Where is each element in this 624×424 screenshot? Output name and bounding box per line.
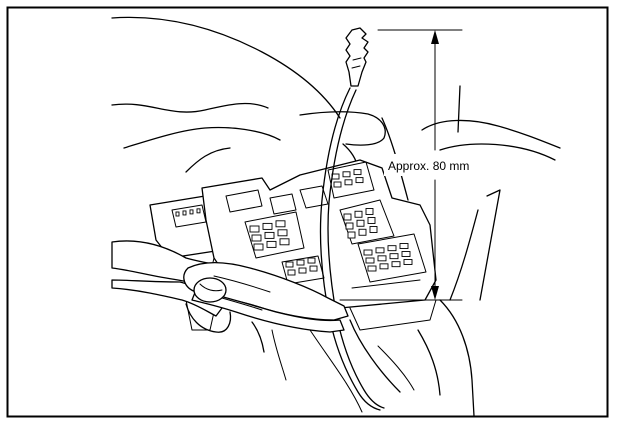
connector-cell <box>375 247 385 254</box>
connector-cell <box>342 171 351 178</box>
dimension-label: Approx. 80 mm <box>388 159 469 173</box>
connector-cell <box>355 177 364 184</box>
connector-cell <box>354 210 363 218</box>
connector-cell <box>333 181 342 188</box>
connector-cell <box>369 226 378 233</box>
connector-cell <box>277 229 288 237</box>
connector-cell <box>367 217 376 224</box>
connector-cell <box>279 238 290 246</box>
connector-cell <box>379 263 389 270</box>
connector-cell <box>387 245 397 252</box>
right-panel <box>271 85 561 417</box>
connector-cell <box>249 225 260 233</box>
connector-cell <box>182 210 187 216</box>
connector-cell <box>401 251 411 257</box>
connector-cell <box>298 267 307 274</box>
connector-cell <box>344 179 353 186</box>
connector-cell <box>363 249 373 256</box>
connector-cell <box>391 261 401 268</box>
connector-cell <box>365 257 375 264</box>
connector-cell <box>262 222 273 230</box>
dimension-marker: Approx. 80 mm <box>339 29 496 301</box>
connector-cell <box>264 231 275 239</box>
pliers <box>111 240 349 333</box>
lower-hand <box>185 303 265 353</box>
connector-cell <box>358 228 367 236</box>
connector-cell <box>345 222 354 230</box>
connector-cell <box>251 234 262 242</box>
connector-cell <box>266 240 277 248</box>
connector-cell <box>175 211 180 217</box>
connector-cell <box>377 255 387 262</box>
connector-cell <box>296 259 305 266</box>
connector-cell <box>365 208 374 215</box>
connector-cell <box>347 231 356 239</box>
connector-cell <box>189 209 194 215</box>
connector-cell <box>353 169 362 176</box>
connector-cell <box>285 261 294 268</box>
connector-cell <box>367 265 377 272</box>
connector-cell <box>356 219 365 227</box>
connector-cell <box>307 257 316 264</box>
connector-cell <box>403 259 413 265</box>
connector-cell <box>309 265 318 272</box>
connector-cell <box>399 243 409 249</box>
connector-cell <box>253 243 264 251</box>
connector-cell <box>331 173 340 180</box>
arrowhead-bottom <box>431 286 439 300</box>
connector-cell <box>275 220 286 228</box>
wire-terminal <box>345 27 369 87</box>
connector-cell <box>287 269 296 276</box>
connector-cell <box>343 213 352 221</box>
connector-cell <box>196 208 201 214</box>
arrowhead-top <box>431 30 439 44</box>
connector-grids <box>175 169 413 276</box>
connector-cell <box>389 253 399 260</box>
